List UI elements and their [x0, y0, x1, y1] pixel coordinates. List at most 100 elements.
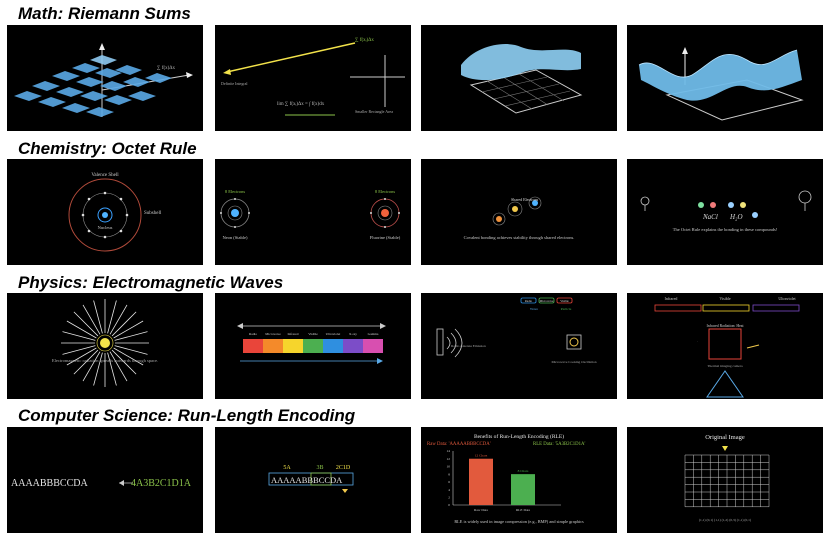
radiation-rays-illustration: Electromagnetic radiation spreads outwar…	[52, 299, 158, 387]
raw-data-label: Raw Data: 'AAAAABBBCCDA'	[427, 442, 491, 447]
chart-title: Benefits of Run-Length Encoding (RLE)	[474, 433, 564, 440]
svg-text:·: ·	[697, 340, 698, 344]
section-title-math: Math: Riemann Sums	[18, 4, 191, 23]
spectrum-tab	[702, 304, 750, 312]
riemann-grid-illustration: ∑ f(x)Δx	[14, 43, 193, 117]
y-tick-label: 8	[448, 472, 450, 476]
svg-text:∑ f(x)Δx: ∑ f(x)Δx	[157, 65, 176, 71]
svg-text:Definite Integral: Definite Integral	[221, 81, 248, 86]
rle-bar-chart: Benefits of Run-Length Encoding (RLE) Ra…	[427, 433, 585, 525]
encoded-string-text: 4A3B2C1D1A	[131, 478, 192, 489]
y-tick-label: 0	[448, 503, 450, 507]
valence-shell-label: Valence Shell	[91, 173, 119, 178]
y-tick-label: 10	[447, 465, 451, 469]
spectrum-band	[343, 339, 363, 353]
spectrum-band-label: Gamma	[368, 332, 379, 336]
y-tick-label: 14	[447, 449, 451, 453]
cs-panel-1[interactable]: AAAABBBCCDA 4A3B2C1D1A	[7, 427, 203, 533]
particle-sublabel: Particle	[561, 307, 572, 311]
neon-fluorine-illustration: 8 Electrons Neon (Stable) 8 Electrons Fl…	[220, 189, 401, 240]
ultraviolet-tab-label: Ultraviolet	[778, 296, 796, 301]
y-tick-label: 2	[448, 495, 450, 499]
x-tick-label: Raw Data	[474, 508, 488, 512]
math-panel-1[interactable]: ∑ f(x)Δx	[7, 25, 203, 131]
svg-text:Smaller Rectangle Area: Smaller Rectangle Area	[355, 109, 393, 114]
spectrum-band-label: Visible	[308, 332, 318, 336]
math-panel-4[interactable]	[627, 25, 823, 131]
spectrum-tab	[654, 304, 702, 312]
thermal-camera-label: Thermal imaging camera	[707, 364, 743, 368]
band-badge	[538, 297, 555, 304]
covalent-bond-illustration: Shared Electrons Covalent bonding achiev…	[464, 196, 574, 240]
raw-string-text: AAAABBBCCDA	[11, 478, 88, 489]
riemann-limit-illustration: ∑ f(xᵢ)Δx Definite Integral Smaller Rect…	[221, 37, 405, 116]
bar-data-label: 12 Chars	[475, 454, 488, 458]
grouped-string-text: AAAAABBBCCDA	[271, 475, 343, 485]
bar-data-label: 8 Chars	[518, 469, 529, 473]
spectrum-band	[303, 339, 323, 353]
atom-shells-illustration: Valence Shell Subshell Nucleus	[68, 173, 162, 252]
physics-panel-2[interactable]: Radio Microwave Infrared Visible Ultraviolet…	[215, 293, 411, 399]
svg-text:Shared Electrons: Shared Electrons	[511, 197, 539, 202]
physics-panel-4[interactable]: Infrared Visible Ultraviolet Infrared Ra…	[627, 293, 823, 399]
cs-panel-4[interactable]: Original Image (1,1) (0,1) (1,1) (1,2) (…	[627, 427, 823, 533]
em-spectrum-illustration: Radio Microwave Infrared Visible Ultraviolet…	[237, 323, 386, 364]
band-badge-label: Microwave	[540, 299, 554, 303]
water-formula: H₂O	[729, 213, 743, 221]
spectrum-band-label: Ultraviolet	[326, 332, 341, 336]
rle-string-illustration: AAAABBBCCDA 4A3B2C1D1A	[11, 478, 192, 489]
band-badge	[520, 297, 537, 304]
band-badge-label: Visible	[560, 299, 569, 303]
group-label-3b: 3B	[316, 465, 323, 471]
chem-panel-4[interactable]: NaCl H₂O The Octet Rule explains the bon…	[627, 159, 823, 265]
x-tick-label: RLE Data	[516, 508, 531, 512]
spectrum-band	[243, 339, 263, 353]
neon-electrons-label: 8 Electrons	[225, 189, 246, 194]
visible-tab-label: Visible	[719, 296, 731, 301]
cs-panel-3[interactable]: Benefits of Run-Length Encoding (RLE) Ra…	[421, 427, 617, 533]
chart-caption: RLE is widely used in image compression …	[454, 519, 584, 525]
svg-text:(1,1) (0,1) (1,1) (1,2) (0,3): (1,1) (0,1) (1,1) (1,2) (0,3) (1,1) (0,1…	[699, 518, 752, 523]
y-tick-label: 12	[447, 457, 451, 461]
chart-bar	[511, 474, 535, 505]
spectrum-band-label: Radio	[249, 332, 257, 336]
chem-panel-3[interactable]: Shared Electrons Covalent bonding achiev…	[421, 159, 617, 265]
infrared-illustration: Infrared Visible Ultraviolet Infrared Ra…	[654, 296, 800, 398]
fluorine-stable-label: Fluorine (Stable)	[370, 235, 401, 240]
section-title-chemistry: Chemistry: Octet Rule	[18, 139, 197, 158]
chem-panel-2[interactable]: 8 Electrons Neon (Stable) 8 Electrons Fl…	[215, 159, 411, 265]
spectrum-band-label: X-ray	[349, 332, 357, 336]
section-title-cs: Computer Science: Run-Length Encoding	[18, 406, 356, 425]
compounds-illustration: NaCl H₂O The Octet Rule explains the bon…	[640, 190, 812, 232]
group-label-2c1d: 2C1D	[336, 465, 351, 471]
neon-stable-label: Neon (Stable)	[222, 235, 248, 240]
physics-panel-1[interactable]: Electromagnetic radiation spreads outwar…	[7, 293, 203, 399]
rle-data-label: RLE Data: '5A3B2C1D1A'	[533, 442, 585, 447]
wave-sublabel: Wave	[530, 307, 538, 311]
surface-grid-illustration	[461, 44, 583, 114]
chem-panel-1[interactable]: Valence Shell Subshell Nucleus	[7, 159, 203, 265]
rle-grouping-illustration: 5A 3B 2C1D AAAAABBBCCDA	[268, 465, 354, 493]
spectrum-band-label: Infrared	[288, 332, 299, 336]
section-title-physics: Physics: Electromagnetic Waves	[18, 273, 284, 292]
surface-wave-illustration	[638, 47, 804, 121]
spectrum-band-label: Microwave	[265, 332, 281, 336]
spectrum-band	[323, 339, 343, 353]
microwave-label: Microwave Cooking Oscillation	[551, 360, 596, 364]
cs-panel-2[interactable]: 5A 3B 2C1D AAAAABBBCCDA	[215, 427, 411, 533]
radiation-caption: Electromagnetic radiation spreads outwar…	[52, 358, 158, 363]
spectrum-band	[263, 339, 283, 353]
nucleus-label: Nucleus	[98, 225, 113, 230]
band-badge	[556, 297, 573, 304]
radio-antenna-label: Radio Antenna Emission	[451, 344, 486, 348]
spectrum-band	[283, 339, 303, 353]
math-panel-3[interactable]	[421, 25, 617, 131]
subshell-label: Subshell	[144, 211, 162, 216]
nacl-formula: NaCl	[702, 213, 718, 221]
spectrum-band	[363, 339, 383, 353]
infrared-box-label: Infrared Radiation: Heat	[706, 324, 744, 328]
math-panel-2[interactable]: ∑ f(xᵢ)Δx Definite Integral Smaller Rect…	[215, 25, 411, 131]
original-image-title: Original Image	[705, 434, 745, 441]
